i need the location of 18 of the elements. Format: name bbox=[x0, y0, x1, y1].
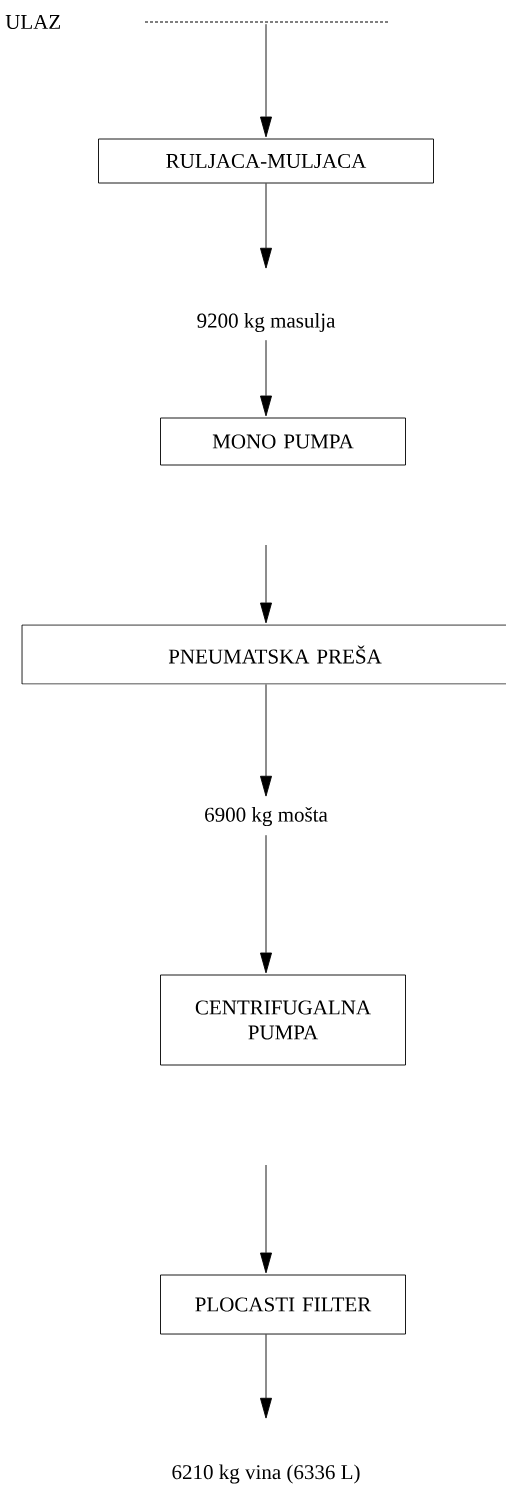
flow-text: 6900 kg mošta bbox=[205, 806, 328, 827]
dashed-line bbox=[144, 21, 389, 23]
process-box: PNEUMATSKA PREŠA bbox=[21, 624, 506, 685]
label-text: ULAZ bbox=[5, 14, 61, 30]
process-box: PLOCASTI FILTER bbox=[160, 1274, 406, 1335]
arrow bbox=[260, 1334, 272, 1419]
process-box: RULJACA-MULJACA bbox=[98, 138, 434, 184]
arrow bbox=[260, 1164, 272, 1274]
arrow bbox=[260, 544, 272, 624]
process-box: MONO PUMPA bbox=[160, 417, 406, 466]
arrow bbox=[260, 339, 272, 417]
arrow bbox=[260, 23, 272, 138]
process-box: CENTRIFUGALNA PUMPA bbox=[160, 974, 406, 1066]
flow-text: 9200 kg masulja bbox=[197, 312, 336, 333]
flow-text: 6210 kg vina (6336 L) bbox=[172, 1464, 360, 1484]
arrow bbox=[260, 834, 272, 974]
arrow bbox=[260, 183, 272, 269]
arrow bbox=[260, 684, 272, 797]
